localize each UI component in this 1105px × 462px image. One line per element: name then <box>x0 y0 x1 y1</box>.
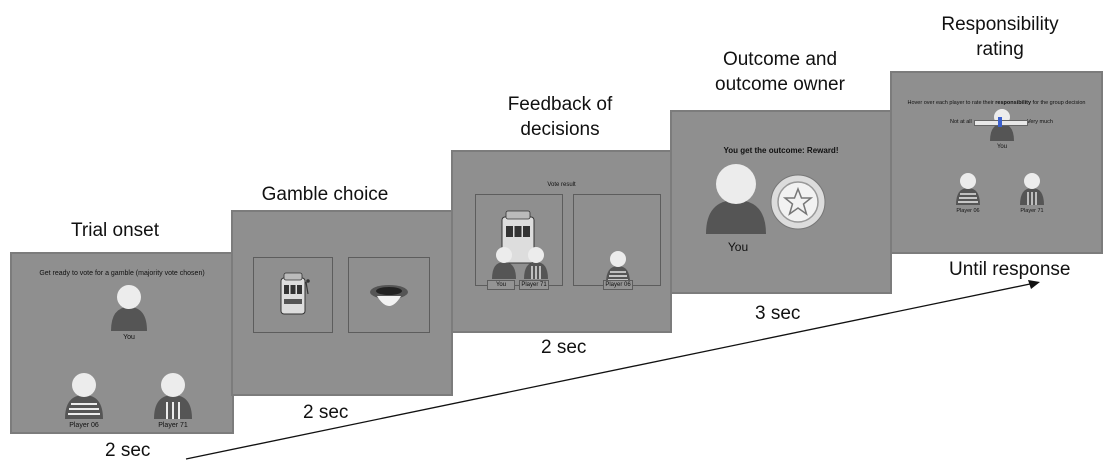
duration-trial-onset: 2 sec <box>105 440 151 461</box>
screen-trial-onset: Get ready to vote for a gamble (majority… <box>10 252 234 434</box>
slot-machine-icon <box>280 272 310 315</box>
avatar-player06-icon <box>65 373 103 419</box>
stage-title-outcome-line2: outcome owner <box>715 74 845 95</box>
avatar-you-icon <box>706 164 766 234</box>
label-player71: Player 71 <box>158 422 188 429</box>
avatar-player71-icon <box>154 373 192 419</box>
label-player71: Player 71 <box>1020 208 1044 214</box>
rating-instruction-bold: responsibility <box>995 100 1032 106</box>
vote-box-slot <box>475 194 563 286</box>
reward-coin-icon <box>770 174 826 230</box>
label-player06: Player 06 <box>69 422 99 429</box>
duration-feedback: 2 sec <box>541 337 587 358</box>
label-you: You <box>123 334 135 341</box>
avatar-player06-icon <box>606 251 630 283</box>
avatar-player71-icon <box>1020 173 1044 205</box>
stage-title-outcome: Outcome and outcome owner <box>695 47 865 97</box>
option-roulette <box>348 257 430 333</box>
stage-title-feedback-line2: decisions <box>520 119 600 140</box>
scale-low-label: Not at all <box>950 119 972 125</box>
vote-box-roulette <box>573 194 661 286</box>
stage-title-responsibility-line2: rating <box>976 39 1024 60</box>
stage-title-trial-onset: Trial onset <box>71 220 159 241</box>
tag-you: You <box>487 280 515 290</box>
label-you: You <box>727 240 749 254</box>
stage-title-feedback-line1: Feedback of <box>507 94 613 115</box>
stage-title-responsibility: Responsibility rating <box>915 12 1085 62</box>
label-you: You <box>996 144 1008 150</box>
rating-instruction-post: for the group decision <box>1031 100 1086 106</box>
duration-outcome: 3 sec <box>755 303 801 324</box>
label-player06: Player 06 <box>956 208 980 214</box>
tag-player71: Player 71 <box>519 280 549 290</box>
avatar-player71-icon <box>524 247 548 279</box>
screen-outcome: You get the outcome: Reward! You <box>670 110 892 294</box>
outcome-header: You get the outcome: Reward! <box>723 146 839 155</box>
duration-gamble-choice: 2 sec <box>303 402 349 423</box>
screen-responsibility: Hover over each player to rate their res… <box>890 71 1103 254</box>
tag-player06: Player 06 <box>603 280 633 290</box>
avatar-you-icon <box>492 247 516 279</box>
rating-slider-handle[interactable] <box>998 117 1002 127</box>
roulette-icon <box>370 285 408 306</box>
scale-high-label: Very much <box>1027 119 1053 125</box>
avatar-player06-icon <box>956 173 980 205</box>
rating-instruction-pre: Hover over each player to rate their <box>907 100 996 106</box>
screen-feedback: Vote result You Player 71 <box>451 150 672 333</box>
option-slot-machine <box>253 257 333 333</box>
stage-title-feedback: Feedback of decisions <box>485 92 635 142</box>
screen-gamble-choice <box>231 210 453 396</box>
stage-title-gamble-choice: Gamble choice <box>261 184 389 205</box>
vote-result-header: Vote result <box>547 182 576 188</box>
avatar-you-icon <box>111 285 147 331</box>
rating-instruction: Hover over each player to rate their res… <box>892 100 1101 106</box>
stage-title-responsibility-line1: Responsibility <box>941 14 1059 35</box>
instruction-text: Get ready to vote for a gamble (majority… <box>39 270 205 277</box>
stage-title-outcome-line1: Outcome and <box>722 49 838 70</box>
duration-responsibility: Until response <box>949 259 1071 280</box>
